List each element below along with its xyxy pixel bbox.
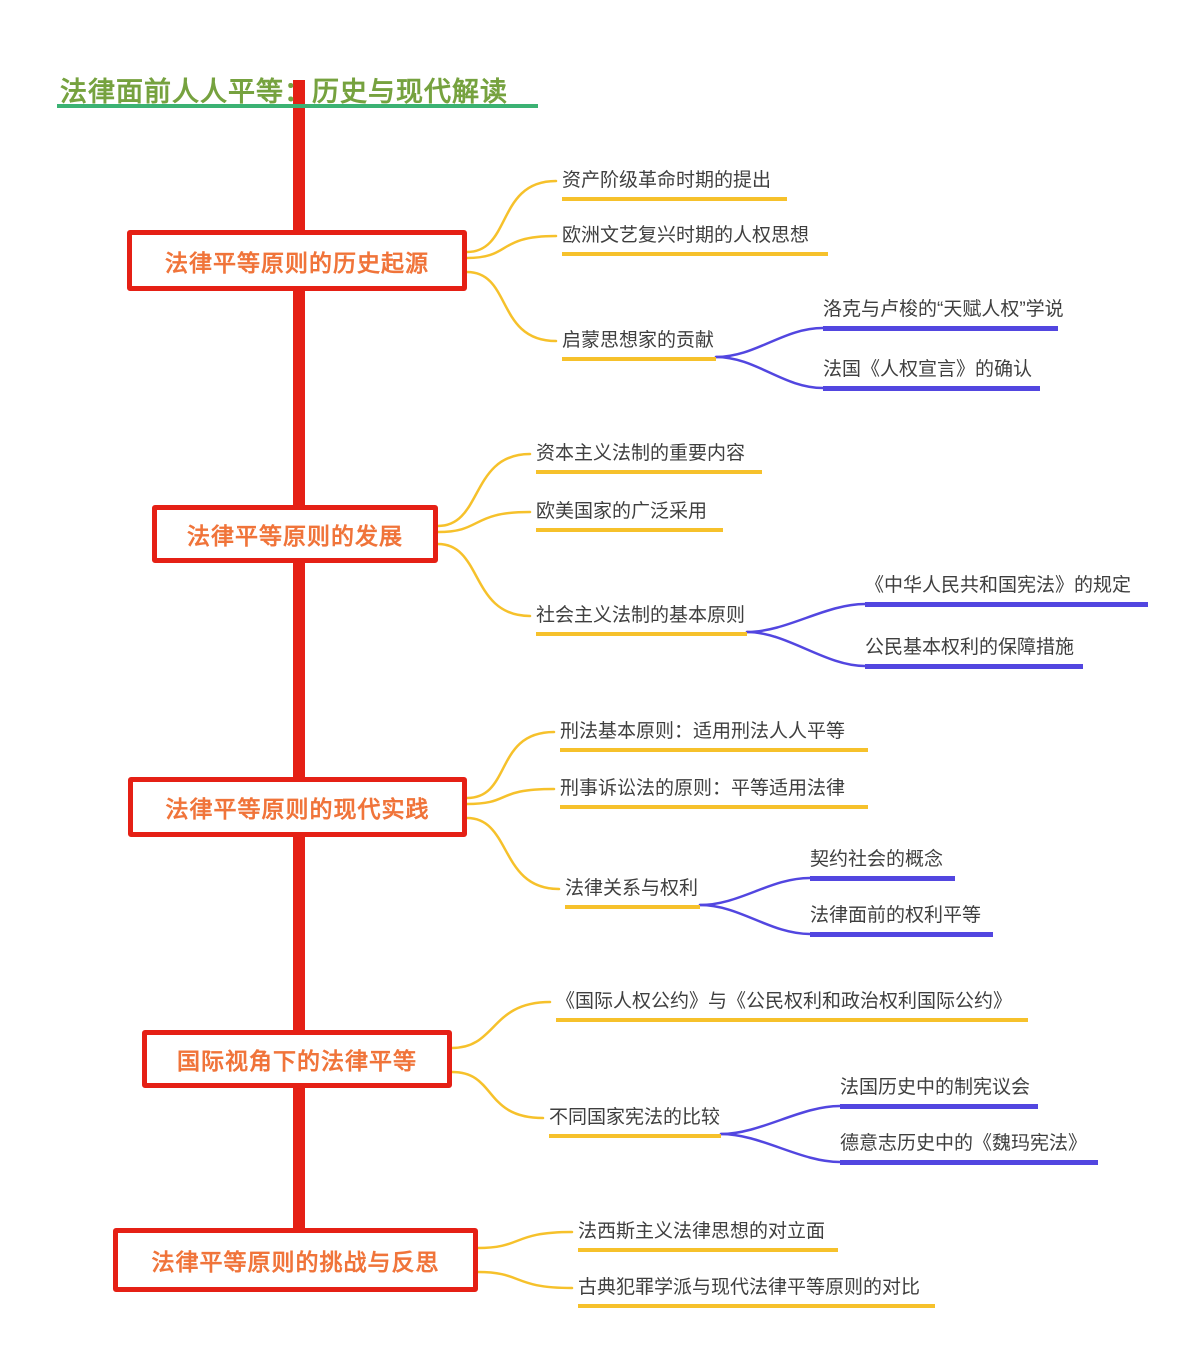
detail-topic[interactable]: 契约社会的概念 [810, 849, 955, 881]
connector-curve [450, 1070, 545, 1120]
branch-topic-international-view[interactable]: 国际视角下的法律平等 [142, 1030, 452, 1088]
branch-topic-history-origin[interactable]: 法律平等原则的历史起源 [127, 230, 467, 291]
connector-curve [745, 602, 867, 634]
subtopic[interactable]: 社会主义法制的基本原则 [536, 605, 747, 636]
title-underline [57, 104, 538, 108]
connector-curve [698, 903, 812, 936]
detail-topic[interactable]: 公民基本权利的保障措施 [865, 637, 1083, 669]
connector-curve [745, 630, 867, 668]
connector-curve [450, 1000, 552, 1050]
connector-curve [714, 355, 825, 390]
detail-topic[interactable]: 法律面前的权利平等 [810, 905, 993, 937]
branch-topic-modern-practice[interactable]: 法律平等原则的现代实践 [128, 777, 467, 837]
subtopic[interactable]: 资产阶级革命时期的提出 [562, 170, 787, 201]
connector-curve [476, 1270, 574, 1290]
connector-curve [436, 452, 532, 528]
connector-curve [465, 179, 558, 254]
connector-curve [476, 1230, 574, 1250]
detail-topic[interactable]: 法国历史中的制宪议会 [840, 1077, 1038, 1109]
connector-curve [465, 816, 561, 891]
detail-topic[interactable]: 《中华人民共和国宪法》的规定 [865, 575, 1148, 607]
branch-topic-challenges-reflection[interactable]: 法律平等原则的挑战与反思 [113, 1228, 478, 1292]
subtopic[interactable]: 古典犯罪学派与现代法律平等原则的对比 [578, 1277, 935, 1308]
spine-line [293, 80, 305, 1292]
connector-curve [698, 876, 812, 907]
subtopic[interactable]: 欧美国家的广泛采用 [536, 501, 723, 532]
connector-curve [465, 270, 558, 343]
subtopic[interactable]: 刑事诉讼法的原则：平等适用法律 [560, 778, 868, 809]
branch-topic-development[interactable]: 法律平等原则的发展 [152, 505, 438, 563]
root-topic[interactable]: 法律面前人人平等：历史与现代解读 [60, 77, 508, 107]
connector-curve [465, 787, 556, 806]
subtopic[interactable]: 《国际人权公约》与《公民权利和政治权利国际公约》 [556, 991, 1028, 1022]
connector-curve [465, 730, 556, 800]
connector-curve [714, 326, 825, 359]
subtopic-connectors [436, 179, 574, 1290]
detail-connectors [698, 326, 867, 1164]
subtopic[interactable]: 资本主义法制的重要内容 [536, 443, 762, 474]
connector-curve [719, 1132, 842, 1164]
detail-topic[interactable]: 法国《人权宣言》的确认 [823, 359, 1040, 391]
subtopic[interactable]: 启蒙思想家的贡献 [562, 330, 716, 361]
subtopic[interactable]: 欧洲文艺复兴时期的人权思想 [562, 225, 828, 256]
detail-topic[interactable]: 德意志历史中的《魏玛宪法》 [840, 1133, 1098, 1165]
connector-curve [436, 510, 532, 534]
subtopic[interactable]: 不同国家宪法的比较 [549, 1107, 721, 1138]
connector-curve [719, 1104, 842, 1136]
detail-topic[interactable]: 洛克与卢梭的“天赋人权”学说 [823, 299, 1064, 331]
connector-curve [465, 234, 558, 260]
connector-curve [436, 542, 532, 618]
subtopic[interactable]: 法西斯主义法律思想的对立面 [578, 1221, 838, 1252]
subtopic[interactable]: 法律关系与权利 [565, 878, 700, 909]
subtopic[interactable]: 刑法基本原则：适用刑法人人平等 [560, 721, 868, 752]
